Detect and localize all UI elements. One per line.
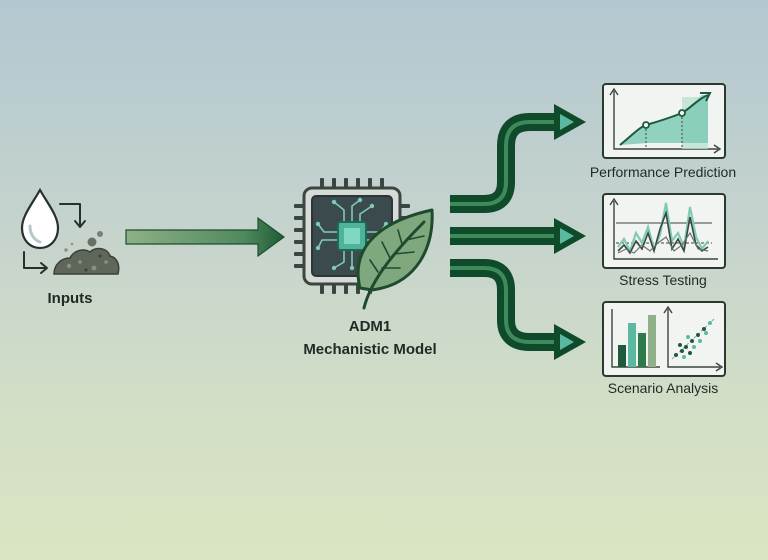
input-arrow (120, 214, 290, 260)
soil-pile-icon (54, 231, 119, 274)
scenario-chart-panel (602, 301, 726, 377)
scenario-analysis-label: Scenario Analysis (588, 380, 738, 396)
performance-chart-panel (602, 83, 726, 159)
arrow-to-scenario (450, 268, 586, 360)
water-drop-icon (22, 190, 58, 248)
model-type-label: Mechanistic Model (290, 341, 450, 358)
arrow-to-stress (450, 218, 586, 254)
inputs-icon-group (14, 186, 124, 282)
stress-testing-label: Stress Testing (588, 272, 738, 288)
performance-prediction-label: Performance Prediction (578, 164, 748, 180)
stress-chart-panel (602, 193, 726, 269)
inputs-label: Inputs (20, 290, 120, 307)
arrow-to-performance (450, 104, 586, 204)
output-arrows (440, 92, 600, 372)
model-icon-group (290, 176, 440, 316)
model-name-label: ADM1 (300, 318, 440, 335)
